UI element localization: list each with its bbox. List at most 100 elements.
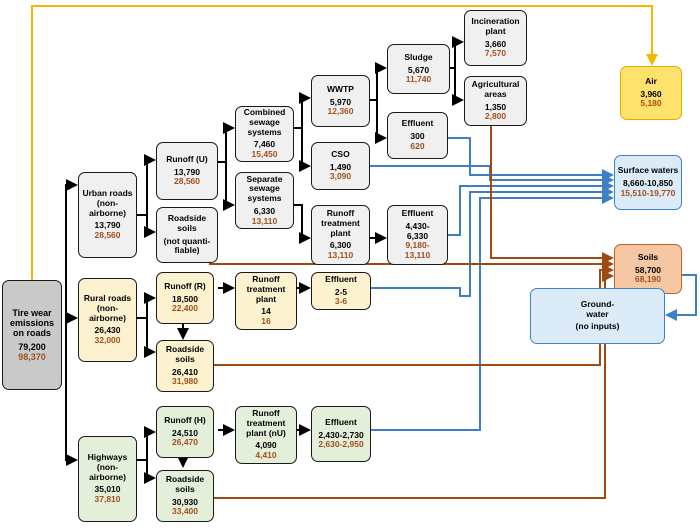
node-value-a: 13,790 xyxy=(94,220,121,231)
node-value-a: 300 xyxy=(410,131,425,142)
node-title: Combined sewage systems xyxy=(243,107,286,137)
effluent-wwtp-node: Effluent 300 620 xyxy=(387,112,448,159)
node-value-a: 35,010 xyxy=(94,484,121,495)
node-value-a: 2-5 xyxy=(334,286,348,297)
node-value-a: 26,430 xyxy=(94,325,121,336)
separate-sewage-node: Separate sewage systems 6,330 13,110 xyxy=(235,172,294,229)
node-title: Rural roads (non- airborne) xyxy=(83,293,132,323)
node-value-a: 4,090 xyxy=(255,440,277,451)
node-value-a: 8,660-10,850 xyxy=(622,178,674,189)
node-title: Runoff treatment plant (nU) xyxy=(246,408,286,438)
node-value-a: 4,430- 6,330 xyxy=(405,220,430,241)
runoff-treatment-plant-u-node: Runoff treatment plant 6,300 13,110 xyxy=(311,205,370,265)
node-value-a: 1,490 xyxy=(329,161,352,172)
node-value-b: 31,980 xyxy=(172,376,198,387)
node-value-b: 13,110 xyxy=(327,250,354,261)
node-value-b: 37,810 xyxy=(94,494,121,505)
node-value-a: 79,200 xyxy=(18,341,46,352)
node-value-a: 5,670 xyxy=(407,64,430,75)
incineration-plant-node: Incineration plant 3,660 7,570 xyxy=(464,10,527,66)
node-value-b: 620 xyxy=(410,140,425,151)
node-value-a: 3,660 xyxy=(484,38,507,49)
air-flow-line xyxy=(31,5,658,280)
node-value-a: 1,350 xyxy=(484,101,507,112)
node-value-b: 22,400 xyxy=(172,303,198,314)
agricultural-areas-node: Agricultural areas 1,350 2,800 xyxy=(464,76,527,126)
node-title: Effluent xyxy=(325,273,357,284)
mass-flow-arrows xyxy=(65,36,464,484)
node-title: Roadside soils xyxy=(165,343,205,364)
node-value-b: 16 xyxy=(261,316,271,327)
air-compartment-node: Air 3,960 5,180 xyxy=(620,66,682,120)
node-title: Urban roads (non- airborne) xyxy=(82,188,133,218)
node-value-a: 58,700 xyxy=(635,264,661,275)
node-note: (not quanti- fiable) xyxy=(163,235,211,256)
node-value-a: 2,430-2,730 xyxy=(318,429,364,440)
roadside-soils-r-node: Roadside soils 26,410 31,980 xyxy=(156,340,214,392)
node-title: Soils xyxy=(637,251,659,262)
node-note: (no inputs) xyxy=(575,321,620,332)
effluent-u-node: Effluent 4,430- 6,330 9,180- 13,110 xyxy=(387,205,448,265)
node-title: WWTP xyxy=(327,83,354,94)
cso-node: CSO 1,490 3,090 xyxy=(311,142,370,190)
effluent-h-node: Effluent 2,430-2,730 2,630-2,950 xyxy=(311,406,371,462)
node-title: Surface waters xyxy=(617,165,679,176)
node-value-a: 26,410 xyxy=(172,366,198,377)
node-value-b: 15,510-19,770 xyxy=(620,187,676,198)
node-value-a: 18,500 xyxy=(172,293,198,304)
node-value-b: 7,570 xyxy=(484,48,507,59)
node-value-b: 26,470 xyxy=(172,437,198,448)
node-title: Effluent xyxy=(401,208,434,219)
surface-water-lines xyxy=(370,137,697,431)
node-title: Runoff treatment plant xyxy=(321,208,360,238)
node-value-b: 11,740 xyxy=(405,74,432,85)
node-value-b: 9,180- 13,110 xyxy=(404,240,431,261)
runoff-r-node: Runoff (R) 18,500 22,400 xyxy=(156,272,214,324)
groundwater-node: Ground- water (no inputs) xyxy=(530,288,665,344)
node-value-b: 15,450 xyxy=(251,149,278,160)
node-value-a: 30,930 xyxy=(172,496,198,507)
node-title: Runoff (R) xyxy=(164,280,206,291)
combined-sewage-node: Combined sewage systems 7,460 15,450 xyxy=(235,106,294,162)
urban-roads-node: Urban roads (non- airborne) 13,790 28,56… xyxy=(78,172,137,258)
node-value-b: 4,410 xyxy=(255,450,277,461)
node-title: Ground- water xyxy=(580,298,615,319)
node-title: Air xyxy=(645,75,657,86)
node-value-b: 68,190 xyxy=(635,274,661,285)
node-value-a: 3,960 xyxy=(640,88,662,99)
node-value-a: 5,970 xyxy=(329,96,352,107)
node-title: Incineration plant xyxy=(471,15,520,36)
node-value-a: 7,460 xyxy=(253,139,276,150)
node-title: Agricultural areas xyxy=(471,78,520,99)
node-value-b: 32,000 xyxy=(94,335,121,346)
node-value-a: 13,790 xyxy=(174,166,200,177)
node-title: CSO xyxy=(331,148,350,159)
node-value-b: 98,370 xyxy=(18,352,46,363)
node-title: Roadside soils xyxy=(167,212,207,233)
runoff-treatment-plant-r-node: Runoff treatment plant 14 16 xyxy=(235,272,297,330)
node-title: Runoff treatment plant xyxy=(246,274,286,304)
node-value-b: 12,360 xyxy=(327,106,354,117)
node-value-b: 3,090 xyxy=(329,171,352,182)
tire-wear-emissions-node: Tire wear emissions on roads 79,200 98,3… xyxy=(2,280,62,390)
node-value-b: 28,560 xyxy=(174,176,200,187)
surface-waters-node: Surface waters 8,660-10,850 15,510-19,77… xyxy=(614,155,682,210)
node-title: Effluent xyxy=(325,416,357,427)
effluent-r-node: Effluent 2-5 3-6 xyxy=(311,272,371,310)
runoff-u-node: Runoff (U) 13,790 28,560 xyxy=(156,142,218,200)
node-value-a: 6,330 xyxy=(253,205,276,216)
node-value-b: 33,400 xyxy=(172,506,198,517)
node-value-b: 3-6 xyxy=(334,296,348,307)
node-value-a: 14 xyxy=(261,306,271,317)
runoff-h-node: Runoff (H) 24,510 26,470 xyxy=(156,406,214,458)
soils-compartment-node: Soils 58,700 68,190 xyxy=(614,244,682,294)
node-title: Highways (non- airborne) xyxy=(87,452,128,482)
node-title: Tire wear emissions on roads xyxy=(9,307,55,339)
wwtp-node: WWTP 5,970 12,360 xyxy=(311,75,370,127)
node-title: Sludge xyxy=(404,51,433,62)
node-title: Roadside soils xyxy=(165,473,205,494)
node-value-b: 13,110 xyxy=(251,215,278,226)
sludge-node: Sludge 5,670 11,740 xyxy=(387,44,450,94)
node-title: Effluent xyxy=(401,118,434,129)
